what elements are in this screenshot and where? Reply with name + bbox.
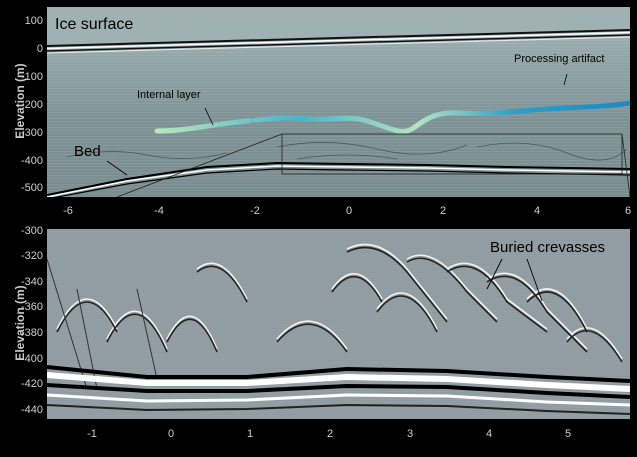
annotation-bed: Bed (74, 143, 101, 160)
p2-xticks-tick: 2 (326, 428, 334, 440)
p2-xticks-tick: 0 (167, 428, 175, 440)
p1-yticks-tick: 100 (24, 15, 43, 27)
p1-yticks-tick: -500 (20, 182, 43, 194)
p1-xticks-tick: 4 (533, 205, 541, 217)
p1-yticks-tick: 0 (36, 43, 43, 55)
annotation-internal-layer: Internal layer (137, 89, 201, 101)
p1-xticks-tick: 2 (439, 205, 447, 217)
p2-xticks-tick: 1 (246, 428, 254, 440)
radargram-zoom-plot (47, 229, 630, 419)
p2-yticks-tick: -400 (20, 353, 43, 365)
p2-xticks-tick: -1 (87, 428, 97, 440)
p1-xticks-tick: -2 (250, 205, 260, 217)
p2-yticks-tick: -360 (20, 301, 43, 313)
p1-yticks-tick: -300 (20, 127, 43, 139)
p2-yticks-tick: -320 (20, 250, 43, 262)
radargram-overview: Ice surface Internal layer Processing ar… (47, 7, 630, 197)
annotation-buried-crevasses: Buried crevasses (490, 239, 606, 256)
p2-yticks-tick: -300 (20, 225, 43, 237)
p2-xticks-tick: 3 (406, 428, 414, 440)
p1-xticks-tick: 6 (624, 205, 632, 217)
radargram-overview-plot (47, 7, 630, 197)
p2-yticks-tick: -440 (20, 404, 43, 416)
p1-yticks-tick: -200 (20, 99, 43, 111)
p1-xticks-tick: 0 (345, 205, 353, 217)
p2-yticks-tick: -380 (20, 327, 43, 339)
annotation-processing-artifact: Processing artifact (514, 53, 605, 65)
p2-xticks-tick: 4 (485, 428, 493, 440)
radargram-zoom: Buried crevasses (47, 229, 630, 419)
p1-yticks-tick: -400 (20, 155, 43, 167)
p1-yticks-tick: -100 (20, 71, 43, 83)
p2-yticks-tick: -420 (20, 378, 43, 390)
p1-xticks-tick: -4 (154, 205, 164, 217)
p2-yticks-tick: -340 (20, 276, 43, 288)
p2-xticks-tick: 5 (564, 428, 572, 440)
p1-xticks-tick: -6 (63, 205, 73, 217)
annotation-ice-surface: Ice surface (55, 16, 134, 33)
